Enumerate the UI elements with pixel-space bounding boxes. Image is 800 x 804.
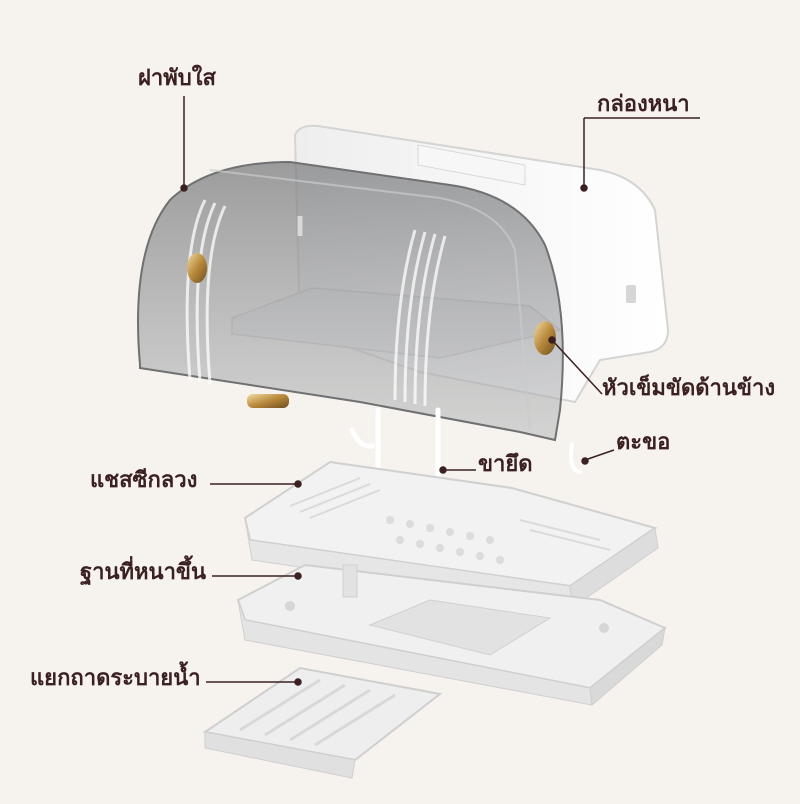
label-hollow-rack: แชสซีกลวง bbox=[90, 468, 198, 493]
drain-tray bbox=[202, 666, 443, 779]
side-buckle-clips bbox=[187, 253, 556, 408]
label-thicker-base: ฐานที่หนาขึ้น bbox=[80, 560, 207, 585]
clear-lid bbox=[137, 160, 564, 442]
label-thick-box: กล่องหนา bbox=[597, 92, 690, 117]
label-hook: ตะขอ bbox=[616, 430, 671, 455]
leader-lines bbox=[180, 96, 700, 686]
label-side-buckle: หัวเข็มขัดด้านข้าง bbox=[602, 376, 776, 401]
label-clear-folding-lid: ฝาพับใส bbox=[138, 66, 216, 91]
hook-part bbox=[569, 442, 582, 474]
label-support-leg: ขายึด bbox=[478, 452, 533, 477]
label-drain-tray: แยกถาดระบายน้ำ bbox=[30, 666, 201, 691]
thicker-base bbox=[236, 563, 667, 706]
hollow-rack bbox=[243, 460, 659, 609]
